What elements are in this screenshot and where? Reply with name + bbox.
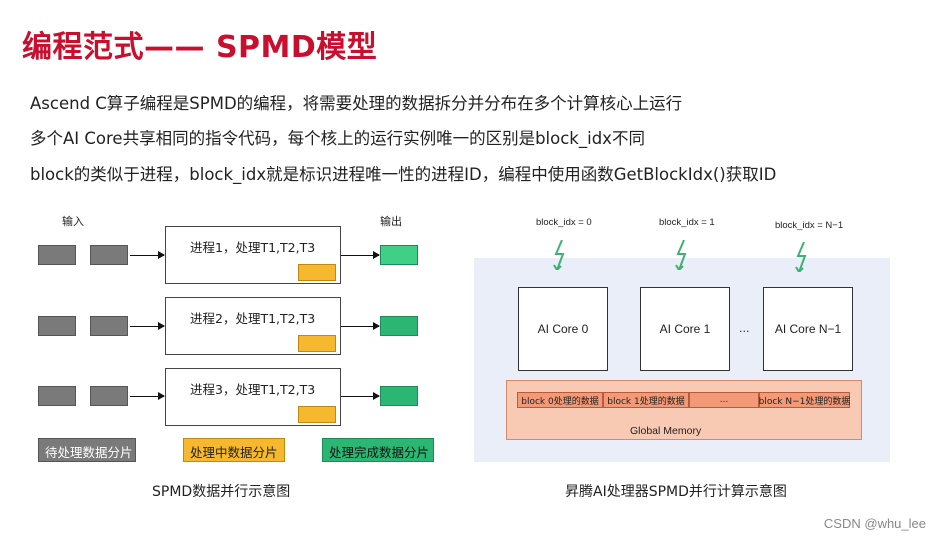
process-box-2: 进程2，处理T1,T2,T3 xyxy=(165,297,341,355)
process-label: 进程3，处理T1,T2,T3 xyxy=(190,382,316,397)
legend-pending: 待处理数据分片 xyxy=(38,438,136,462)
done-data-slice xyxy=(380,316,418,336)
arrow xyxy=(130,251,165,259)
left-diagram-caption: SPMD数据并行示意图 xyxy=(152,484,291,500)
processing-data-slice xyxy=(298,335,336,352)
pending-data-slice xyxy=(38,316,76,336)
memory-segment-ellipsis: ... xyxy=(689,392,759,408)
pending-data-slice xyxy=(90,245,128,265)
description-line-3: block的类似于进程，block_idx就是标识进程唯一性的进程ID，编程中使… xyxy=(30,165,777,184)
processing-data-slice xyxy=(298,406,336,423)
block-idx-label-1: block_idx = 1 xyxy=(659,217,715,228)
pending-data-slice xyxy=(38,386,76,406)
process-label: 进程1，处理T1,T2,T3 xyxy=(190,240,316,255)
lightning-bolt-icon xyxy=(795,242,807,272)
right-diagram-caption: 昇腾AI处理器SPMD并行计算示意图 xyxy=(565,484,787,500)
ai-core-1: AI Core 1 xyxy=(640,287,730,371)
block-idx-label-n: block_idx = N−1 xyxy=(775,220,844,231)
description-line-1: Ascend C算子编程是SPMD的编程，将需要处理的数据拆分并分布在多个计算核… xyxy=(30,94,683,113)
output-label: 输出 xyxy=(380,215,402,228)
global-memory-label: Global Memory xyxy=(630,425,702,437)
done-data-slice xyxy=(380,386,418,406)
memory-segment-n: block N−1处理的数据 xyxy=(759,392,850,408)
arrow xyxy=(341,322,380,330)
legend-processing: 处理中数据分片 xyxy=(183,438,285,462)
done-data-slice xyxy=(380,245,418,265)
page-title: 编程范式—— SPMD模型 xyxy=(22,30,378,65)
ai-core-n: AI Core N−1 xyxy=(763,287,853,371)
arrow xyxy=(341,392,380,400)
lightning-bolt-icon xyxy=(675,240,687,270)
pending-data-slice xyxy=(90,316,128,336)
input-label: 输入 xyxy=(62,215,84,228)
pending-data-slice xyxy=(90,386,128,406)
cores-ellipsis: ... xyxy=(739,322,750,335)
process-box-1: 进程1，处理T1,T2,T3 xyxy=(165,226,341,284)
arrow xyxy=(130,392,165,400)
global-memory xyxy=(506,380,862,440)
processing-data-slice xyxy=(298,264,336,281)
arrow xyxy=(341,251,380,259)
watermark: CSDN @whu_lee xyxy=(823,516,926,531)
process-box-3: 进程3，处理T1,T2,T3 xyxy=(165,368,341,426)
lightning-bolt-icon xyxy=(553,240,565,270)
memory-segment-1: block 1处理的数据 xyxy=(603,392,689,408)
process-label: 进程2，处理T1,T2,T3 xyxy=(190,311,316,326)
legend-done: 处理完成数据分片 xyxy=(322,438,434,462)
memory-segment-0: block 0处理的数据 xyxy=(517,392,603,408)
description-line-2: 多个AI Core共享相同的指令代码，每个核上的运行实例唯一的区别是block_… xyxy=(30,129,645,148)
arrow xyxy=(130,322,165,330)
block-idx-label-0: block_idx = 0 xyxy=(536,217,592,228)
pending-data-slice xyxy=(38,245,76,265)
ai-core-0: AI Core 0 xyxy=(518,287,608,371)
